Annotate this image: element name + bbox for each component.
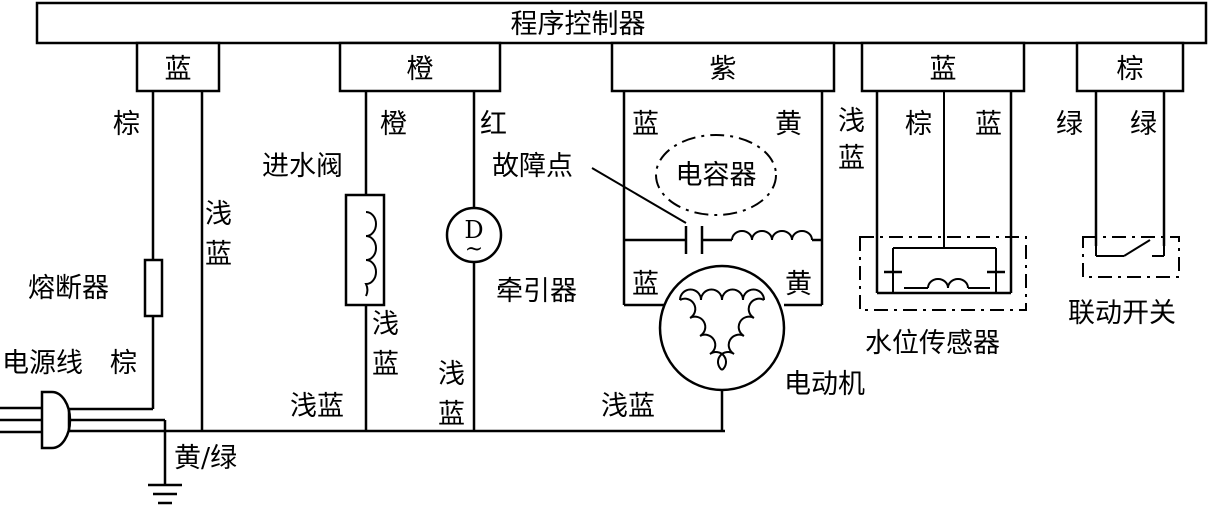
tractor-symbol-letter: D [464,216,483,244]
motor-label: 电动机 [784,369,865,400]
yellow-motor-bottom-label: 黄 [785,269,812,300]
power-cord-label: 电源线 [2,348,83,379]
interlock-switch-frame [1082,236,1180,278]
terminal-1-label: 蓝 [165,54,192,85]
red-wire-label: 红 [480,109,507,140]
terminal-5-label: 棕 [1117,54,1144,85]
capacitor-winding-icon [731,230,813,241]
green-wire-2-label: 绿 [1130,109,1157,140]
terminal-3-label: 紫 [710,54,737,85]
brown-wire-label-top: 棕 [113,109,140,140]
light-blue-2-label-b: 蓝 [372,349,399,380]
light-blue-bottom-1-label: 浅蓝 [290,391,344,422]
light-blue-1-label-a: 浅 [205,199,232,230]
tractor-label: 牵引器 [496,276,577,307]
light-blue-1-label-b: 蓝 [205,239,232,270]
capacitor-icon [684,226,704,254]
fault-point-pointer [591,167,687,224]
inlet-valve-coil-box [344,193,386,307]
water-level-sensor-label: 水位传感器 [865,328,1000,359]
water-level-sensor-wires [875,91,1013,295]
motor-symbol [658,264,786,392]
light-blue-4-label-b: 蓝 [838,143,865,174]
terminal-4: 蓝 [860,41,1026,93]
fuse-label: 熔断器 [28,273,109,304]
tractor-symbol [445,206,503,264]
blue-sensor-label: 蓝 [975,109,1002,140]
interlock-switch-icon [1095,239,1165,257]
light-blue-3-label-b: 蓝 [438,399,465,430]
program-controller-box [35,1,1208,45]
brown-wire [68,91,155,411]
brown-power-label: 棕 [110,348,137,379]
inlet-valve-label: 进水阀 [262,151,343,182]
blue-motor-bottom-label: 蓝 [632,269,659,300]
water-level-sensor-frame [859,236,1027,311]
capacitor-fault-ellipse [655,134,777,216]
power-plug-icon [0,390,72,450]
light-blue-2-label-a: 浅 [372,309,399,340]
motor-supply-wires [622,91,824,307]
inlet-valve-coil-icon [364,211,377,297]
ground-wire [68,418,167,485]
terminal-5: 棕 [1075,41,1185,93]
terminal-1: 蓝 [135,41,221,93]
ground-label: 黄/绿 [174,443,237,474]
fuse-symbol [143,258,164,318]
motor-winding-icon [679,288,765,371]
blue-motor-top-label: 蓝 [632,109,659,140]
ground-icon [148,483,182,505]
fault-point-label: 故障点 [492,151,573,182]
program-controller-label: 程序控制器 [511,9,646,40]
interlock-switch-wires [1094,91,1166,246]
green-wire-1-label: 绿 [1056,109,1083,140]
light-blue-4-label-a: 浅 [838,106,865,137]
terminal-2-label: 橙 [407,54,434,85]
yellow-motor-top-label: 黄 [775,109,802,140]
terminal-2: 橙 [338,41,502,93]
tractor-symbol-tilde: ~ [465,237,483,262]
water-level-sensor-switch-icon [884,247,1005,293]
interlock-switch-label: 联动开关 [1068,298,1176,329]
capacitor-label: 电容器 [676,160,757,191]
terminal-4-label: 蓝 [930,54,957,85]
light-blue-bottom-2-label: 浅蓝 [601,391,655,422]
orange-wire-label: 橙 [380,109,407,140]
brown-sensor-label: 棕 [905,109,932,140]
light-blue-3-label-a: 浅 [438,359,465,390]
terminal-3: 紫 [610,41,836,93]
